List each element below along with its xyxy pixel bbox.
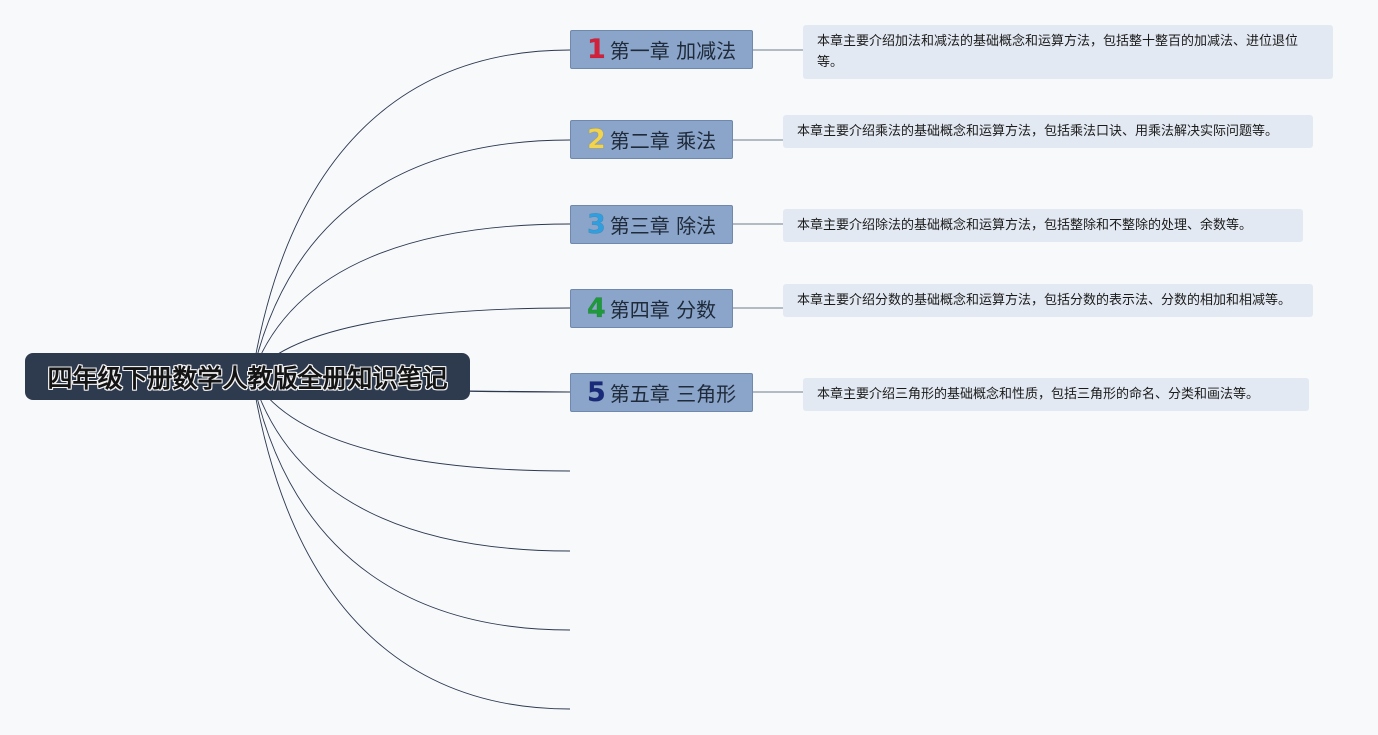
chapter-description-text-4: 本章主要介绍分数的基础概念和运算方法，包括分数的表示法、分数的相加和相减等。 [797,293,1292,308]
chapter-node-5[interactable]: 5 第五章 三角形 [570,373,753,412]
root-link-line [469,390,571,393]
chapter-number-2: 2 [587,124,606,155]
chapter-number-5: 5 [587,377,606,408]
chapter-description-1[interactable]: 本章主要介绍加法和减法的基础概念和运算方法，包括整十整百的加减法、进位退位等。 [803,25,1333,79]
chapter-number-3: 3 [587,209,606,240]
chapter-title-2: 第二章 乘法 [609,129,717,153]
chapter-description-text-2: 本章主要介绍乘法的基础概念和运算方法，包括乘法口诀、用乘法解决实际问题等。 [797,124,1279,139]
branch-curve-1 [251,49,571,377]
chapter-description-text-5: 本章主要介绍三角形的基础概念和性质，包括三角形的命名、分类和画法等。 [817,387,1260,402]
branch-curve-8 [251,375,571,631]
chapter-node-2[interactable]: 2 第二章 乘法 [570,120,733,159]
chapter-title-3: 第三章 除法 [609,214,717,238]
chapter-title-4: 第四章 分数 [609,298,717,322]
root-topic[interactable]: 四年级下册数学人教版全册知识笔记 [25,353,470,400]
chapter-node-3[interactable]: 3 第三章 除法 [570,205,733,244]
branch-curve-7 [251,375,571,552]
chapter-number-4: 4 [587,293,606,324]
chapter-title-5: 第五章 三角形 [609,382,737,406]
chapter-node-1[interactable]: 1 第一章 加减法 [570,30,753,69]
chapter-description-4[interactable]: 本章主要介绍分数的基础概念和运算方法，包括分数的表示法、分数的相加和相减等。 [783,284,1313,317]
chapter-description-text-3: 本章主要介绍除法的基础概念和运算方法，包括整除和不整除的处理、余数等。 [797,218,1253,233]
chapter-title-1: 第一章 加减法 [609,39,737,63]
branch-curve-9 [251,375,571,710]
branch-curve-6 [251,375,571,472]
chapter-description-3[interactable]: 本章主要介绍除法的基础概念和运算方法，包括整除和不整除的处理、余数等。 [783,209,1303,242]
root-title: 四年级下册数学人教版全册知识笔记 [47,363,448,393]
chapter-number-1: 1 [587,34,606,65]
chapter-description-2[interactable]: 本章主要介绍乘法的基础概念和运算方法，包括乘法口诀、用乘法解决实际问题等。 [783,115,1313,148]
branch-curve-3 [251,223,571,377]
chapter-description-text-1: 本章主要介绍加法和减法的基础概念和运算方法，包括整十整百的加减法、进位退位等。 [817,34,1299,70]
branch-curve-2 [251,139,571,377]
chapter-description-5[interactable]: 本章主要介绍三角形的基础概念和性质，包括三角形的命名、分类和画法等。 [803,378,1309,411]
chapter-node-4[interactable]: 4 第四章 分数 [570,289,733,328]
